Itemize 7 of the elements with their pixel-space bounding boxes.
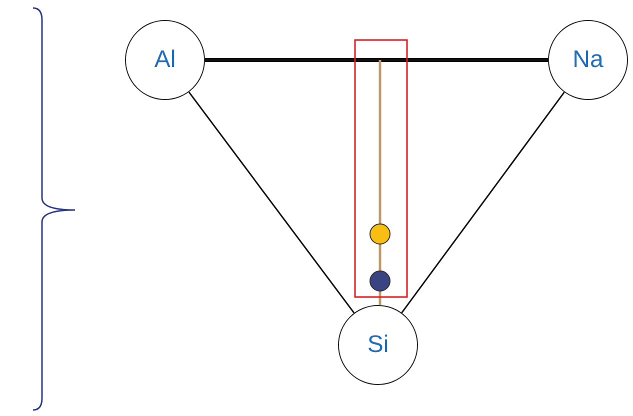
element-symbol: Si xyxy=(367,331,389,359)
element-symbol: Al xyxy=(154,46,176,74)
connector-line xyxy=(378,60,382,306)
element-symbol: Na xyxy=(572,46,604,74)
connector-line xyxy=(205,58,548,62)
connector-line xyxy=(188,92,355,314)
connector-line xyxy=(401,92,565,314)
